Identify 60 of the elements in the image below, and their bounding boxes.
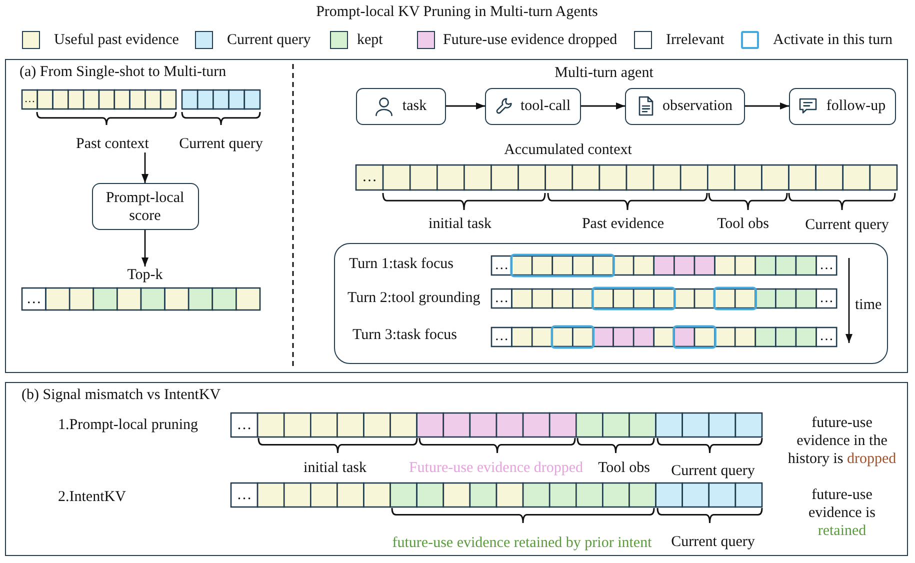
ellipsis-mark: … bbox=[362, 170, 378, 185]
arrow bbox=[581, 102, 625, 110]
arrow bbox=[142, 152, 148, 183]
bracket-label: Past evidence bbox=[582, 216, 664, 232]
section-heading: Multi-turn agent bbox=[554, 64, 654, 82]
bracket-label: Tool obs bbox=[717, 216, 769, 232]
strip-caption: Accumulated context bbox=[504, 142, 632, 158]
bracket-label: initial task bbox=[304, 460, 366, 476]
bracket-label: Tool obs bbox=[598, 460, 650, 476]
legend-label: Useful past evidence bbox=[54, 31, 179, 49]
legend-label: kept bbox=[357, 31, 383, 49]
bracket-label: Current query bbox=[671, 462, 755, 480]
box-label: observation bbox=[662, 98, 732, 114]
panel-heading: (a) From Single-shot to Multi-turn bbox=[20, 64, 226, 80]
diagram-title: Prompt-local KV Pruning in Multi-turn Agents bbox=[316, 4, 598, 21]
ellipsis-mark: … bbox=[819, 258, 834, 272]
row-label: Turn 1:task focus bbox=[349, 256, 454, 272]
row-label: 2.IntentKV bbox=[58, 488, 126, 506]
ellipsis-mark: … bbox=[819, 292, 834, 306]
box-label: follow-up bbox=[826, 98, 886, 114]
legend-label: Irrelevant bbox=[666, 31, 724, 49]
bracket-label: Current query bbox=[805, 216, 889, 234]
arrow bbox=[142, 230, 148, 266]
process-box bbox=[485, 88, 581, 124]
row-label: 1.Prompt-local pruning bbox=[58, 416, 198, 434]
bracket-label: initial task bbox=[428, 216, 492, 232]
panel-frame bbox=[5, 382, 908, 556]
ellipsis-mark: … bbox=[26, 292, 42, 306]
ellipsis-mark: … bbox=[24, 94, 36, 105]
box-label: tool-call bbox=[520, 98, 570, 114]
note-text: future-use evidence in the history is dropped bbox=[786, 414, 898, 468]
bracket-label: Current query bbox=[671, 534, 755, 550]
ellipsis-mark: … bbox=[494, 258, 509, 272]
arrow bbox=[745, 102, 789, 110]
bracket-label: future-use evidence retained by prior intent bbox=[392, 534, 652, 552]
ellipsis-mark: … bbox=[494, 330, 509, 344]
process-box bbox=[625, 88, 745, 124]
process-box bbox=[356, 88, 446, 124]
row-label: Turn 2:tool grounding bbox=[348, 290, 480, 306]
process-box: Prompt-local score bbox=[92, 183, 198, 230]
legend-label: Current query bbox=[227, 31, 311, 49]
ellipsis-mark: … bbox=[819, 330, 834, 344]
ellipsis-mark: … bbox=[494, 292, 509, 306]
row-label: Turn 3:task focus bbox=[352, 326, 457, 344]
rounded-panel bbox=[334, 242, 888, 364]
ellipsis-mark: … bbox=[236, 418, 252, 432]
note-text: future-use evidence is retained bbox=[807, 486, 877, 540]
text-label: Top-k bbox=[127, 266, 163, 284]
bracket-label: Future-use evidence dropped bbox=[408, 460, 584, 476]
process-box bbox=[789, 88, 896, 124]
panel-heading: (b) Signal mismatch vs IntentKV bbox=[22, 387, 221, 404]
legend-label: Future-use evidence dropped bbox=[443, 31, 618, 49]
panel-frame bbox=[5, 58, 908, 372]
arrow bbox=[446, 102, 485, 110]
bracket-label: Current query bbox=[179, 136, 263, 152]
ellipsis-mark: … bbox=[236, 488, 252, 502]
direction-label: time bbox=[855, 296, 882, 314]
box-label: task bbox=[402, 98, 427, 114]
text-label: Past context bbox=[76, 136, 149, 152]
legend-label: Activate in this turn bbox=[773, 31, 893, 49]
